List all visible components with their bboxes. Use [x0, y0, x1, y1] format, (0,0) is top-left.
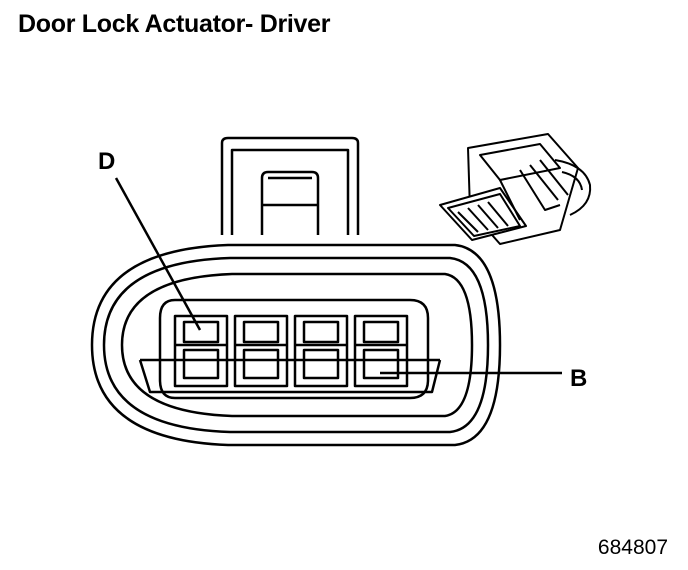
connector-perspective-thumbnail: [439, 133, 592, 245]
callout-b: B: [570, 365, 588, 392]
callout-d: D: [98, 148, 116, 175]
figure-id: 684807: [597, 536, 668, 559]
leader-line-d: [114, 177, 202, 331]
locking-tab: [220, 136, 360, 235]
cavity-d: [173, 314, 229, 388]
diagram-title: Door Lock Actuator- Driver: [18, 10, 331, 38]
cavity-b: [293, 314, 349, 388]
terminal-cavities: [173, 314, 409, 388]
cavity-a: [353, 314, 409, 388]
cavity-c: [233, 314, 289, 388]
